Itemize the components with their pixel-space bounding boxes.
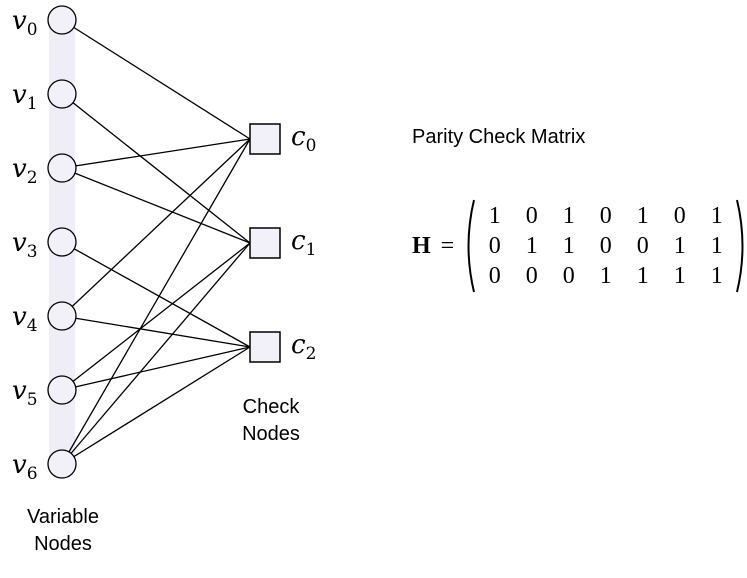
check-node-label-0: c0	[291, 122, 316, 156]
check-node-label-2: c2	[291, 330, 316, 364]
matrix-cell-r2-c5: 1	[673, 263, 686, 289]
matrix-cell-r1-c0: 0	[488, 233, 501, 259]
matrix-cell-r2-c4: 1	[636, 263, 649, 289]
variable-node-2	[47, 153, 77, 183]
edge-v6-c0	[61, 138, 251, 465]
variable-node-6	[47, 449, 77, 479]
check-nodes-caption-line-0: Check	[243, 396, 301, 418]
variable-node-label-3: v3	[12, 228, 38, 262]
edge-v2-c1	[61, 167, 251, 244]
variable-node-label-0: v0	[12, 6, 38, 40]
matrix-cell-r0-c5: 0	[673, 203, 686, 229]
variable-node-5	[47, 375, 77, 405]
variable-nodes-caption-line-0: Variable	[27, 506, 99, 528]
edge-v0-c0	[61, 19, 251, 140]
matrix-cell-r1-c2: 1	[562, 233, 575, 259]
matrix-cell-r1-c4: 0	[636, 233, 649, 259]
variable-node-label-6: v6	[12, 450, 38, 484]
edges-group	[61, 19, 251, 465]
edge-v4-c2	[61, 315, 251, 348]
matrix-title: Parity Check Matrix	[412, 126, 586, 148]
edge-v6-c2	[61, 346, 251, 465]
variable-node-3	[47, 227, 77, 257]
variable-node-label-5: v5	[12, 376, 38, 410]
variable-node-1	[47, 79, 77, 109]
check-node-0	[249, 123, 281, 155]
matrix-cell-r1-c5: 1	[673, 233, 686, 259]
check-nodes-group: c0 c1 c2	[249, 122, 316, 364]
matrix-cell-r1-c6: 1	[710, 233, 723, 259]
edge-v6-c1	[61, 242, 251, 465]
check-node-2	[249, 331, 281, 363]
matrix-cell-r0-c4: 1	[636, 203, 649, 229]
variable-nodes-group: v0 v1 v2 v3 v4 v5 v6	[12, 5, 77, 484]
variable-node-label-2: v2	[12, 154, 38, 188]
matrix-cell-r0-c3: 0	[599, 203, 612, 229]
edge-v5-c1	[61, 242, 251, 391]
matrix-label: H	[412, 232, 431, 259]
matrix-cell-r0-c2: 1	[562, 203, 575, 229]
matrix-cell-r1-c1: 1	[525, 233, 538, 259]
variable-node-0	[47, 5, 77, 35]
check-node-1	[249, 227, 281, 259]
variable-nodes-caption-line-1: Nodes	[34, 533, 92, 555]
right-parenthesis	[736, 199, 744, 293]
variable-node-label-1: v1	[12, 80, 38, 114]
matrix-cell-r0-c1: 0	[525, 203, 538, 229]
matrix-cell-r2-c2: 0	[562, 263, 575, 289]
matrix-cell-r2-c1: 0	[525, 263, 538, 289]
edge-v4-c0	[61, 138, 251, 317]
check-node-label-1: c1	[291, 226, 316, 260]
matrix-cell-r2-c3: 1	[599, 263, 612, 289]
matrix-cell-r0-c6: 1	[710, 203, 723, 229]
edge-v3-c2	[61, 241, 251, 348]
matrix-cell-r0-c0: 1	[488, 203, 501, 229]
variable-node-label-4: v4	[12, 302, 38, 336]
matrix-cell-r2-c0: 0	[488, 263, 501, 289]
matrix-cell-r2-c6: 1	[710, 263, 723, 289]
matrix-cell-r1-c3: 0	[599, 233, 612, 259]
edge-v5-c2	[61, 346, 251, 391]
equals-sign: =	[440, 232, 455, 259]
check-nodes-caption-line-1: Nodes	[242, 423, 300, 445]
variable-node-4	[47, 301, 77, 331]
edge-v1-c1	[61, 93, 251, 244]
edge-v2-c0	[61, 138, 251, 169]
left-parenthesis	[467, 199, 476, 293]
